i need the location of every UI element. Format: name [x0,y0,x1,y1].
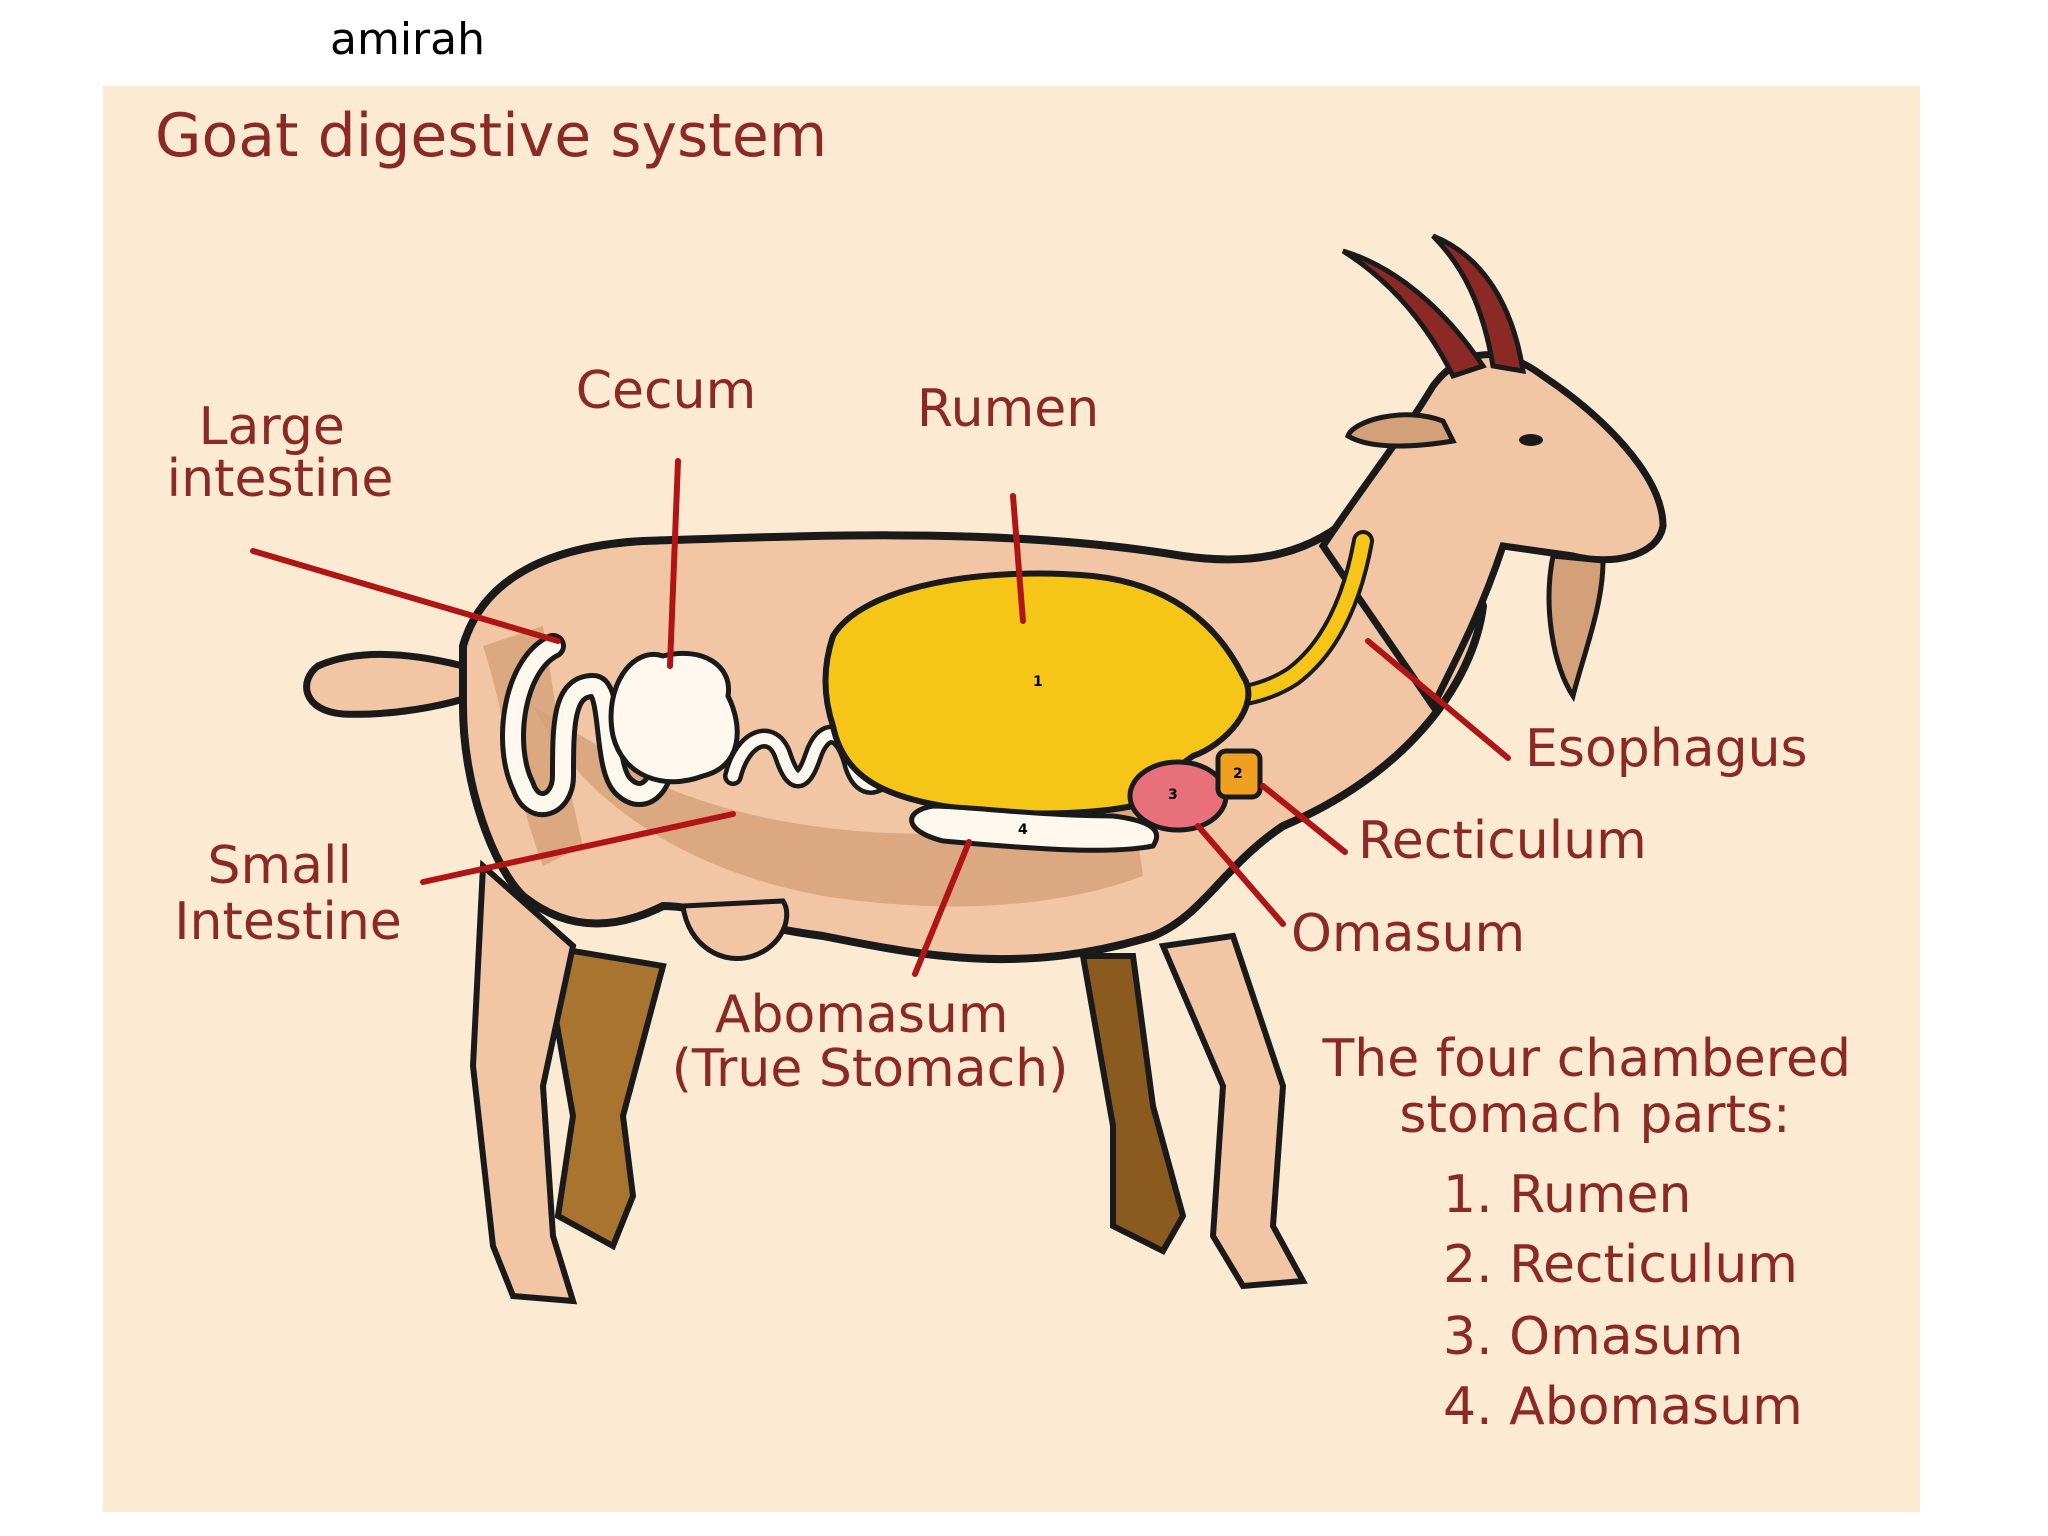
chamber-number-2: 2 [1233,766,1243,782]
goat-front-leg-near [1158,932,1308,1290]
leader-omasum [1195,823,1286,927]
legend-item-3: 3. Omasum [1443,1307,1743,1367]
leader-small-intestine [420,811,736,885]
legend-item-1: 1. Rumen [1443,1165,1692,1225]
label-abomasum: Abomasum (True Stomach) [672,985,1069,1099]
goat-back-leg-far [539,942,667,1251]
goat-horn-front [1431,233,1526,375]
author-name: amirah [330,14,485,65]
legend-heading: The four chambered stomach parts: [1321,1029,1867,1145]
goat-back-leg-near [469,859,578,1305]
goat-diagram: Goat digestive system [155,101,1867,1437]
goat-belly-shade [533,706,1143,907]
label-esophagus: Esophagus [1525,719,1808,779]
diagram-title: Goat digestive system [155,101,827,171]
goat-eye [1519,434,1543,446]
goat-tail [303,651,478,718]
goat-horn-back [1341,248,1487,380]
omasum-organ [1127,759,1229,833]
legend-item-4: 4. Abomasum [1443,1377,1803,1437]
label-rumen: Rumen [917,379,1099,439]
goat-beard [1546,553,1606,703]
goat-udder [680,898,790,962]
reticulum-organ [1215,748,1263,800]
leader-rumen [1010,493,1026,624]
label-omasum: Omasum [1291,904,1525,964]
label-cecum: Cecum [576,361,757,421]
label-small-intestine: Small Intestine [174,836,402,952]
diagram-panel: Goat digestive system [103,86,1920,1512]
legend-item-2: 2. Recticulum [1443,1235,1798,1295]
stomach-legend: The four chambered stomach parts: 1. Rum… [1321,1029,1867,1437]
leader-cecum [667,458,681,669]
chamber-number-3: 3 [1168,787,1178,803]
abomasum-organ [909,803,1160,853]
leader-lines [250,458,1511,977]
large-intestine-coils-fill [505,638,671,813]
label-large-intestine: Large intestine [167,397,394,509]
goat-illustration: 1 2 3 4 [303,233,1667,1305]
leader-esophagus [1365,638,1511,761]
label-recticulum: Recticulum [1358,811,1647,871]
leader-large-intestine [250,548,561,644]
leader-abomasum [912,839,972,977]
chamber-number-1: 1 [1033,674,1043,690]
goat-front-leg-far [1079,953,1187,1255]
cecum-organ [608,650,740,785]
leader-recticulum [1260,783,1348,855]
chamber-number-4: 4 [1018,822,1028,838]
goat-ear [1344,412,1457,449]
